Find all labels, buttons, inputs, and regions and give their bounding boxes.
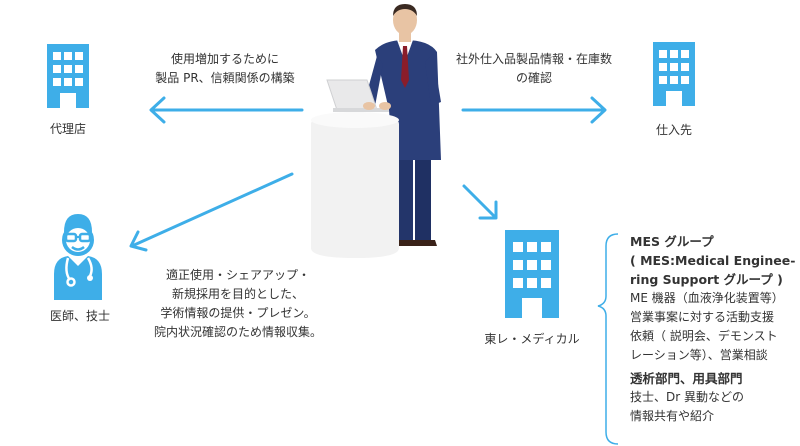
arrow-to-agency [149, 96, 304, 124]
mes-body-line: 営業事案に対する活動支援 [630, 310, 775, 324]
supplier-building-icon [651, 40, 697, 108]
doctor-icon [50, 212, 106, 302]
arrow-to-toray [462, 184, 498, 220]
supplier-arrow-text: 社外仕入品製品情報・在庫数 の確認 [455, 52, 612, 85]
mes-group-text: MES グループ ( MES:Medical Enginee- ring Sup… [630, 232, 798, 426]
mes-title-line: ring Support グループ ) [630, 272, 783, 287]
supplier-label: 仕入先 [655, 123, 692, 137]
doctor-arrow-text: 適正使用・シェアアップ・ 新規採用を目的とした、 学術情報の提供・プレゼン。 院… [153, 268, 322, 339]
toray-label: 東レ・メディカル [484, 332, 580, 346]
agency-building-icon [45, 42, 91, 110]
mes-sub-line: 情報共有や紹介 [630, 409, 715, 423]
mes-title-line: ( MES:Medical Enginee- [630, 253, 796, 268]
mes-body-line: ME 機器（血液浄化装置等） [630, 291, 784, 305]
mes-body-line: レーション等）、営業相談 [630, 348, 768, 362]
agency-arrow-text: 使用増加するために 製品 PR、信頼関係の構築 [155, 52, 295, 85]
arrow-to-supplier [461, 96, 607, 124]
mes-subtitle: 透析部門、用具部門 [630, 371, 743, 386]
mes-sub-line: 技士、Dr 異動などの [630, 390, 744, 404]
brace-icon [597, 233, 619, 445]
arrow-to-doctor [129, 172, 294, 252]
salesperson-illustration [305, 0, 465, 260]
toray-building-icon [503, 228, 561, 320]
mes-body-line: 依頼（ 説明会、デモンスト [630, 329, 778, 343]
doctor-label: 医師、技士 [49, 309, 110, 323]
mes-title-line: MES グループ [630, 234, 714, 249]
agency-label: 代理店 [49, 122, 86, 136]
